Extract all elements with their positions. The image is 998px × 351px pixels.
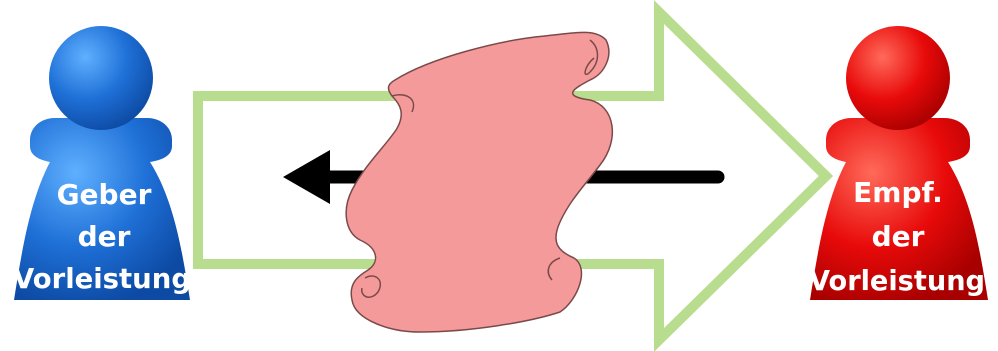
scroll-icon bbox=[346, 32, 612, 332]
giver-label-line-2: der bbox=[78, 220, 131, 253]
receiver-pawn: Empf. der Vorleistung bbox=[809, 26, 988, 300]
giver-label-line-1: Geber bbox=[57, 178, 152, 211]
receiver-label-line-2: der bbox=[872, 220, 925, 253]
receiver-label-line-1: Empf. bbox=[853, 176, 943, 209]
giver-label-line-3: Vorleistung bbox=[13, 262, 191, 295]
giver-pawn: Geber der Vorleistung bbox=[13, 26, 191, 300]
receiver-label-line-3: Vorleistung bbox=[809, 264, 985, 297]
